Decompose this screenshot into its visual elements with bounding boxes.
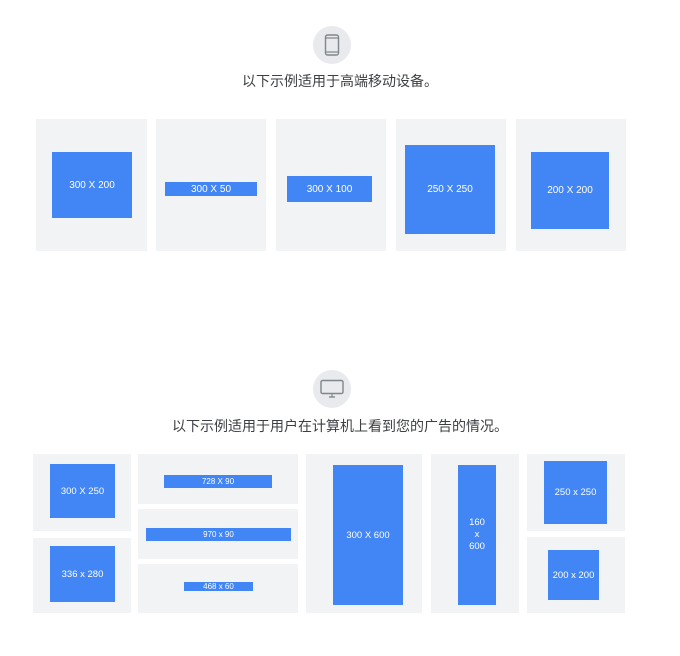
ad-block-300x50: 300 X 50 xyxy=(165,182,257,196)
ad-card: 250 X 250 xyxy=(396,119,506,251)
ad-block-300x250: 300 X 250 xyxy=(50,464,115,518)
ad-block-250x250: 250 X 250 xyxy=(405,145,495,234)
ad-block-300x200: 300 X 200 xyxy=(52,152,132,218)
ad-card: 336 x 280 xyxy=(33,538,131,613)
ad-block-468x60: 468 x 60 xyxy=(184,582,253,591)
ad-card: 300 X 50 xyxy=(156,119,266,251)
ad-block-728x90: 728 X 90 xyxy=(164,475,272,488)
ad-card: 300 X 600 xyxy=(306,454,422,613)
ad-card: 300 X 200 xyxy=(36,119,147,251)
ad-block-200x200: 200 x 200 xyxy=(548,550,599,600)
ad-card: 970 x 90 xyxy=(138,509,298,559)
ad-block-336x280: 336 x 280 xyxy=(50,546,115,602)
phone-icon xyxy=(313,26,351,64)
mobile-caption: 以下示例适用于高端移动设备。 xyxy=(242,74,438,90)
ad-block-970x90: 970 x 90 xyxy=(146,528,291,541)
ad-block-300x600: 300 X 600 xyxy=(333,465,403,605)
ad-block-200x200: 200 X 200 xyxy=(531,152,609,229)
ad-card: 200 X 200 xyxy=(516,119,626,251)
ad-block-300x100: 300 X 100 xyxy=(287,176,372,202)
ad-block-250x250: 250 x 250 xyxy=(544,461,607,524)
ad-card: 300 X 100 xyxy=(276,119,386,251)
ad-card: 250 x 250 xyxy=(527,454,625,531)
ad-card: 728 X 90 xyxy=(138,454,298,504)
ad-card: 200 x 200 xyxy=(527,537,625,613)
monitor-icon xyxy=(313,370,351,408)
ad-card: 468 x 60 xyxy=(138,564,298,613)
ad-card: 160 x 600 xyxy=(431,454,519,613)
ad-card: 300 X 250 xyxy=(33,454,131,531)
ad-block-160x600: 160 x 600 xyxy=(458,465,496,605)
desktop-caption: 以下示例适用于用户在计算机上看到您的广告的情况。 xyxy=(172,419,508,435)
